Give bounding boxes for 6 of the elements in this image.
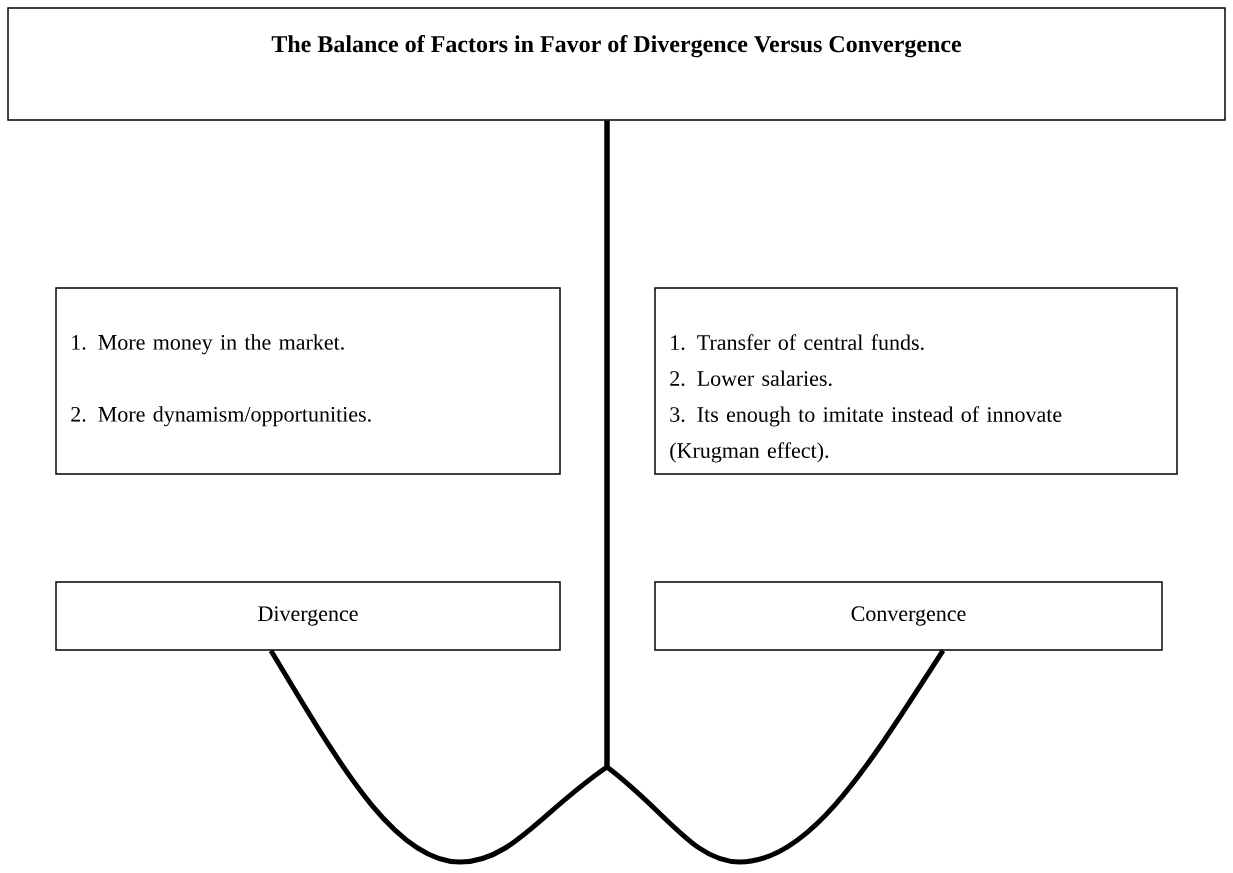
factor-list-box: 1. More money in the market. 2. More dynamism/opportunities. [55, 287, 561, 475]
balance-arm-line [604, 120, 946, 865]
factor-list-box: 1. Transfer of central funds. 2. Lower salaries. 3. Its enough to imitate instead of innovate (Krugman effect). [654, 287, 1178, 475]
title-box: The Balance of Factors in Favor of Divergence Versus Convergence [7, 7, 1226, 121]
pan-label-box: Divergence [55, 581, 561, 651]
pan-label-box: Convergence [654, 581, 1163, 651]
